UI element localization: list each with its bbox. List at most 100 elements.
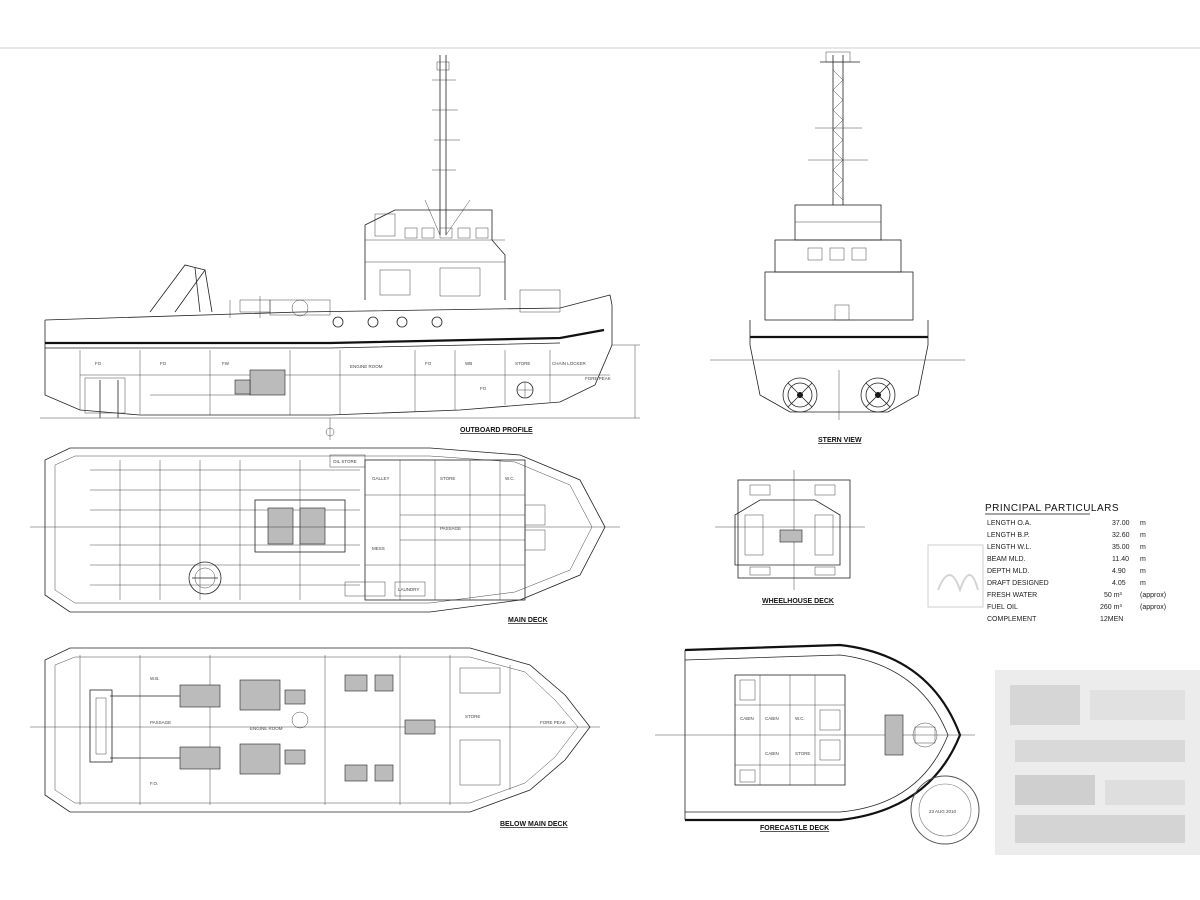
- forecastle-label-cabin-1: CABIN: [740, 716, 754, 721]
- svg-text:LENGTH O.A.: LENGTH O.A.: [987, 520, 1031, 527]
- svg-text:(approx): (approx): [1140, 604, 1166, 611]
- forecastle-label-cabin-3: CABIN: [765, 751, 779, 756]
- below-main-deck-title: BELOW MAIN DECK: [500, 821, 568, 828]
- below-deck-aux-machinery: [291, 667, 501, 786]
- below-deck-label-fore-peak: FORE PEAK: [540, 720, 566, 725]
- main-deck-label-wc: W.C.: [505, 476, 515, 481]
- svg-text:4.05: 4.05: [1112, 580, 1126, 587]
- outboard-profile-title: OUTBOARD PROFILE: [460, 427, 533, 434]
- forecastle-bulwark: [684, 643, 962, 822]
- svg-text:m: m: [1140, 568, 1146, 575]
- below-deck-main-engines: [110, 679, 306, 775]
- svg-text:m: m: [1140, 580, 1146, 587]
- svg-text:BEAM MLD.: BEAM MLD.: [987, 556, 1026, 563]
- stern-superstructure: [764, 204, 914, 321]
- stern-view-title: STERN VIEW: [818, 437, 862, 444]
- below-deck-steering-gear: [89, 689, 113, 763]
- profile-propulsion: [84, 377, 126, 418]
- main-deck-winch: [254, 499, 346, 553]
- svg-text:FUEL OIL: FUEL OIL: [987, 604, 1018, 611]
- below-deck-label-engine-room: ENGINE ROOM: [250, 726, 283, 731]
- forecastle-label-cabin-2: CABIN: [765, 716, 779, 721]
- pp-row-6: FRESH WATER 50 m³ (approx): [987, 592, 1166, 599]
- svg-text:m: m: [1140, 520, 1146, 527]
- main-deck-capstan: [188, 561, 222, 595]
- outboard-profile-view: FO FO FW ENGINE ROOM FO WB FO STORE CHAI…: [40, 55, 640, 440]
- svg-text:LENGTH W.L.: LENGTH W.L.: [987, 544, 1031, 551]
- profile-label-wb: WB: [465, 361, 472, 366]
- profile-mast: [424, 55, 471, 236]
- forecastle-rooms: [734, 674, 846, 786]
- svg-text:32.60: 32.60: [1112, 532, 1130, 539]
- wheelhouse-deck-plan: WHEELHOUSE DECK: [715, 470, 865, 605]
- pp-row-5: DRAFT DESIGNED 4.05 m: [987, 580, 1146, 587]
- profile-crane: [149, 264, 271, 313]
- svg-text:DEPTH MLD.: DEPTH MLD.: [987, 568, 1029, 575]
- svg-text:11.40: 11.40: [1112, 556, 1129, 563]
- profile-label-fw: FW: [222, 361, 230, 366]
- main-deck-accommodation: [329, 454, 546, 601]
- below-deck-hull-outline: [44, 647, 591, 813]
- svg-text:m: m: [1140, 556, 1146, 563]
- approval-stamp: 23 AUG 2010: [910, 775, 980, 845]
- svg-text:m: m: [1140, 544, 1146, 551]
- main-deck-label-mess: MESS: [372, 546, 385, 551]
- svg-text:m: m: [1140, 532, 1146, 539]
- main-deck-label-galley: GALLEY: [372, 476, 390, 481]
- profile-deck-line-2: [45, 342, 561, 349]
- svg-text:260 m³: 260 m³: [1100, 604, 1122, 611]
- pp-row-1: LENGTH B.P. 32.60 m: [987, 532, 1146, 539]
- pp-row-8: COMPLEMENT 12MEN: [987, 616, 1123, 623]
- profile-label-chain-locker: CHAIN LOCKER: [552, 361, 587, 366]
- main-deck-label-oil-store: OIL STORE: [333, 459, 357, 464]
- profile-label-engine-room: ENGINE ROOM: [350, 364, 383, 369]
- svg-text:DRAFT DESIGNED: DRAFT DESIGNED: [987, 580, 1049, 587]
- wheelhouse-deck-title: WHEELHOUSE DECK: [762, 598, 834, 605]
- svg-text:LENGTH B.P.: LENGTH B.P.: [987, 532, 1030, 539]
- principal-particulars-title: PRINCIPAL PARTICULARS: [985, 503, 1119, 514]
- svg-text:37.00: 37.00: [1112, 520, 1130, 527]
- redacted-title-block: [995, 670, 1200, 855]
- stern-view: STERN VIEW: [710, 51, 965, 444]
- profile-hull: [44, 305, 613, 416]
- profile-bulwark: [44, 294, 613, 321]
- main-deck-title: MAIN DECK: [508, 617, 548, 624]
- stern-propellers: [782, 377, 896, 413]
- forecastle-deck-title: FORECASTLE DECK: [760, 825, 829, 832]
- profile-label-fo-1: FO: [95, 361, 102, 366]
- profile-portholes: [332, 316, 443, 328]
- svg-text:COMPLEMENT: COMPLEMENT: [987, 616, 1037, 623]
- pp-row-4: DEPTH MLD. 4.90 m: [987, 568, 1146, 575]
- below-deck-label-passage: PASSAGE: [150, 720, 171, 725]
- svg-text:FRESH WATER: FRESH WATER: [987, 592, 1037, 599]
- svg-text:50 m³: 50 m³: [1104, 592, 1123, 599]
- profile-superstructure: [364, 209, 506, 300]
- profile-label-fore-peak: FORE PEAK: [585, 376, 611, 381]
- forecastle-windlass: [884, 714, 938, 756]
- svg-text:35.00: 35.00: [1112, 544, 1130, 551]
- stamp-date: 23 AUG 2010: [929, 809, 957, 814]
- profile-label-fo-2: FO: [160, 361, 167, 366]
- profile-deck-machinery: [229, 289, 561, 318]
- main-deck-plan: OIL STORE PASSAGE LAUNDRY GALLEY MESS ST…: [30, 447, 620, 624]
- svg-text:(approx): (approx): [1140, 592, 1166, 599]
- forecastle-label-wc: W.C.: [795, 716, 805, 721]
- below-deck-label-store: STORE: [465, 714, 480, 719]
- below-deck-label-fo: F.O.: [150, 781, 158, 786]
- profile-bulkheads: [79, 350, 610, 415]
- svg-text:12MEN: 12MEN: [1100, 616, 1123, 623]
- forecastle-label-store: STORE: [795, 751, 810, 756]
- profile-label-fo-4: FO: [480, 386, 487, 391]
- below-main-deck-plan: PASSAGE ENGINE ROOM W.B. F.O. STORE FORE…: [30, 647, 600, 828]
- profile-label-store: STORE: [515, 361, 530, 366]
- pp-row-7: FUEL OIL 260 m³ (approx): [987, 604, 1166, 611]
- pp-row-2: LENGTH W.L. 35.00 m: [987, 544, 1146, 551]
- profile-label-fo-3: FO: [425, 361, 432, 366]
- principal-particulars-table: PRINCIPAL PARTICULARS LENGTH O.A. 37.00 …: [927, 503, 1166, 623]
- main-deck-label-passage: PASSAGE: [440, 526, 461, 531]
- main-deck-hull-outline: [44, 447, 606, 613]
- svg-text:4.90: 4.90: [1112, 568, 1126, 575]
- below-deck-label-wb: W.B.: [150, 676, 160, 681]
- pp-row-3: BEAM MLD. 11.40 m: [987, 556, 1146, 563]
